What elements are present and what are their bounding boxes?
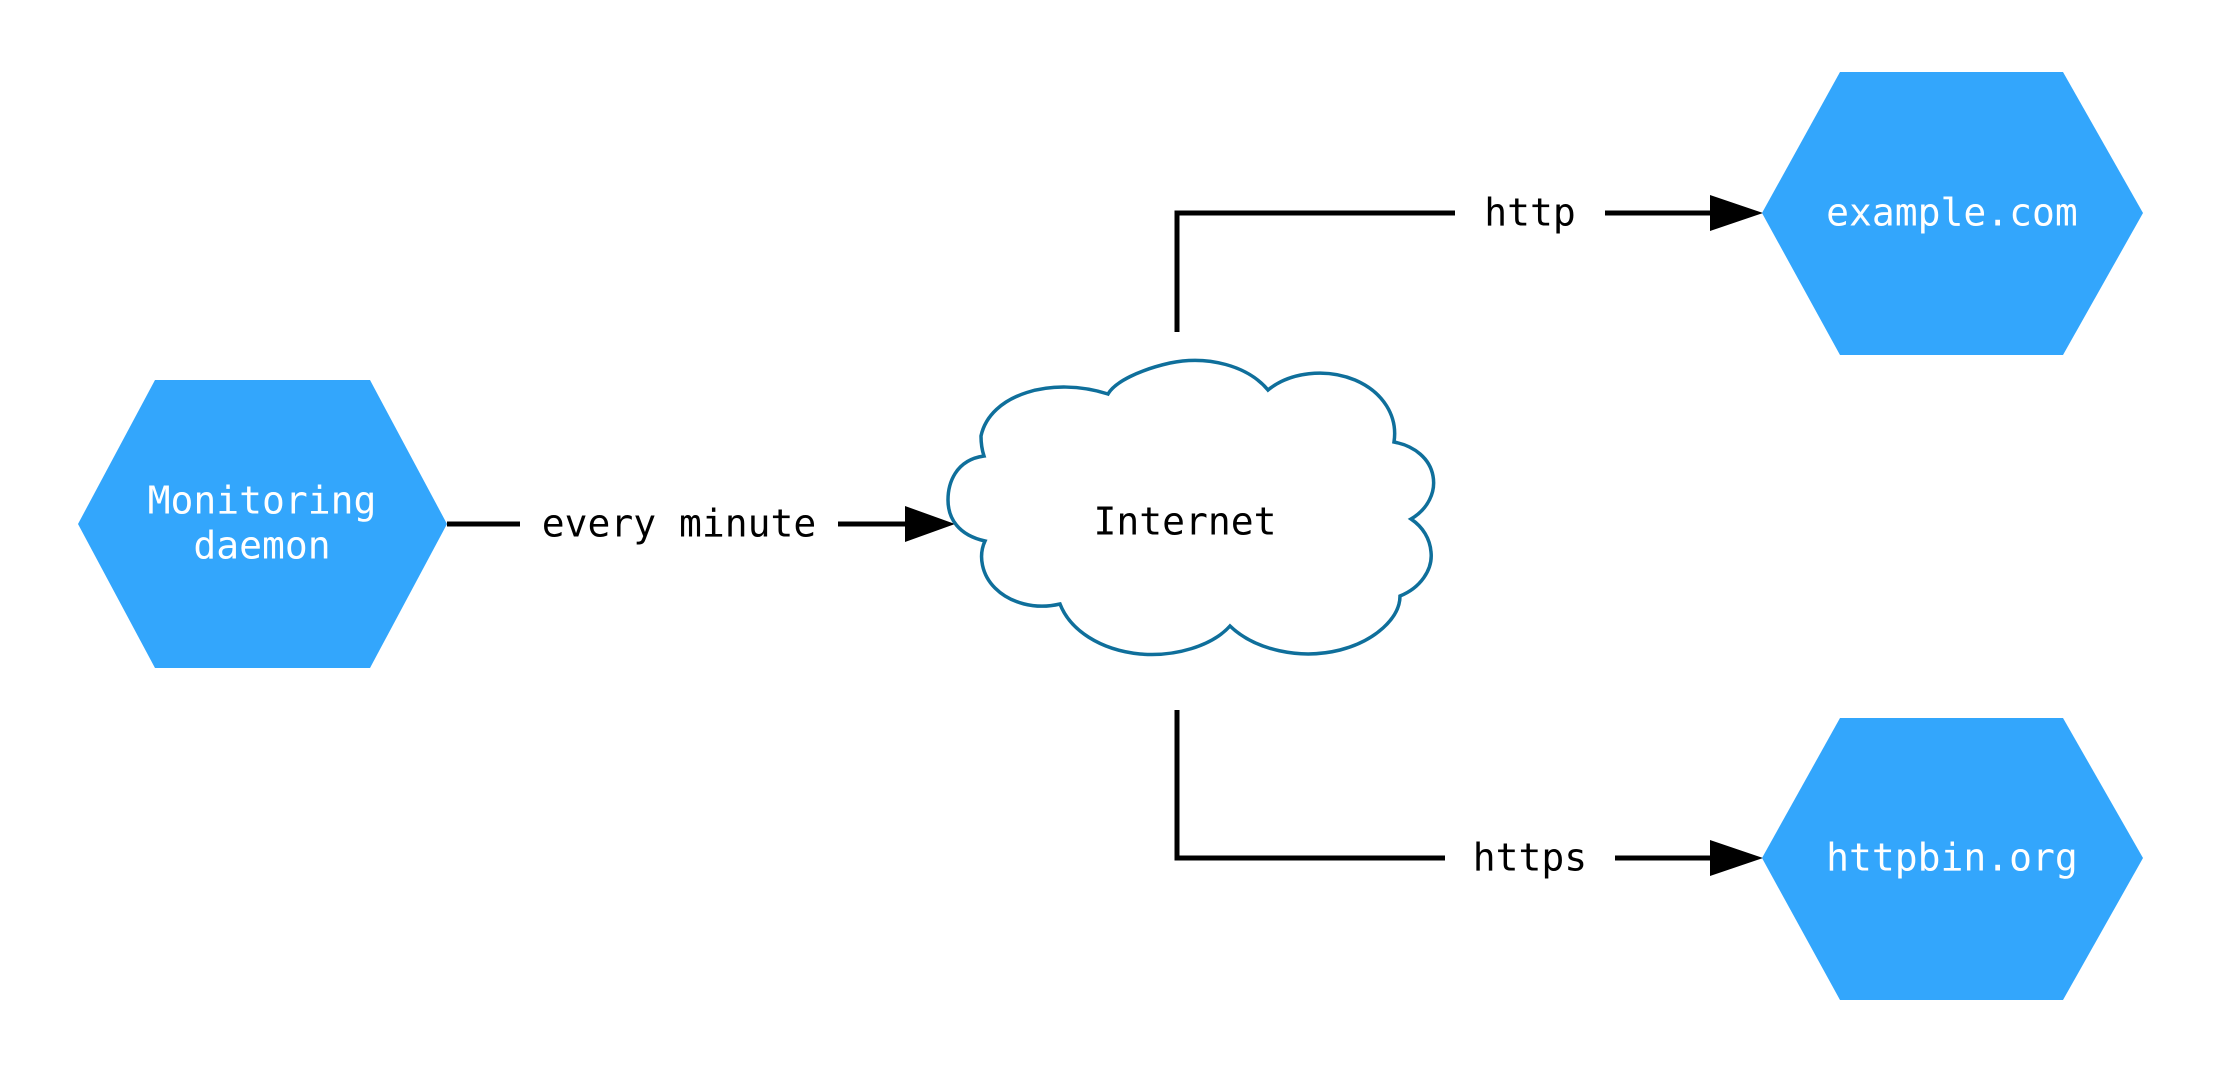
edge-internet-to-example-line-left [1174,210,1455,332]
node-label-monitoring-daemon-line1: Monitoring [148,479,377,523]
cloud-shape[interactable] [946,358,1436,657]
edge-daemon-to-internet: every minute [447,502,955,546]
hexagon-shape[interactable] [78,380,447,668]
arrowhead-icon [1710,840,1763,876]
arrowhead-icon [1710,195,1763,231]
edge-internet-to-example: http [1174,191,1763,332]
edge-label-every-minute: every minute [542,502,817,546]
edge-internet-to-httpbin: https [1174,710,1763,880]
node-httpbin-org[interactable]: httpbin.org [1762,718,2143,1000]
node-label-internet: Internet [1093,500,1276,544]
node-label-monitoring-daemon-line2: daemon [193,524,330,568]
arrowhead-icon [905,506,955,542]
node-label-httpbin-org: httpbin.org [1826,836,2078,880]
node-internet[interactable]: Internet [946,358,1436,657]
edge-label-https: https [1473,836,1587,880]
edge-internet-to-httpbin-line-left [1174,710,1445,861]
hexagon-shape[interactable] [1762,72,2143,355]
hexagon-shape[interactable] [1762,718,2143,1000]
node-label-example-com: example.com [1826,191,2078,235]
edge-label-http: http [1484,191,1576,235]
node-example-com[interactable]: example.com [1762,72,2143,355]
node-monitoring-daemon[interactable]: Monitoring daemon [78,380,447,668]
